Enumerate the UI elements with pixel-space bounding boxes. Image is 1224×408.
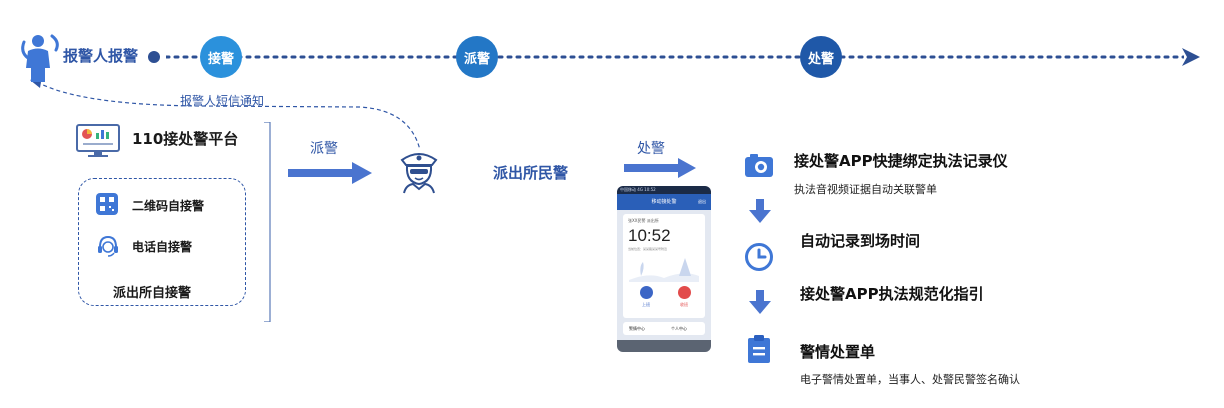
timeline-dotted-line [166, 55, 1184, 59]
clock-on-label: 上班 [642, 302, 650, 307]
monitor-dashboard-icon [76, 124, 120, 157]
app-phone-screenshot: 中国移动 4G 10:52 移动接处警 退出 张XX民警 派出所 10:52 当… [617, 186, 711, 352]
stage-dispatch: 派警 [456, 36, 498, 78]
step3-title: 接处警APP执法规范化指引 [800, 285, 984, 303]
phone-place-text: 当前位置：某某路某某号附近 [628, 247, 668, 251]
phone-clock: 10:52 [628, 226, 671, 245]
phone-status-bar: 中国移动 4G 10:52 [617, 186, 711, 194]
clock-off-label: 收班 [680, 302, 688, 307]
phone-exit-button: 退出 [698, 199, 706, 204]
down-arrow-icon [749, 199, 771, 223]
phone-app-header: 移动接处警 [617, 194, 711, 210]
handle-flow-label: 处警 [637, 141, 665, 157]
camera-icon [745, 154, 773, 177]
timeline-start-dot [148, 51, 160, 63]
qr-code-icon [96, 193, 118, 215]
reporter-label: 报警人报警 [63, 47, 139, 65]
nav-alarm-center: 警情中心 [629, 326, 645, 331]
stage-handle: 处警 [800, 36, 842, 78]
dispatch-arrow [288, 162, 372, 184]
step1-title: 接处警APP快捷绑定执法记录仪 [794, 152, 1008, 170]
officer-label: 派出所民警 [493, 164, 569, 182]
clock-off-button [678, 286, 691, 299]
station-receive-label: 派出所自接警 [113, 286, 192, 301]
qr-receive-label: 二维码自接警 [132, 199, 205, 213]
clipboard-icon [748, 335, 770, 363]
police-officer-icon [400, 153, 438, 194]
stage-receive: 接警 [200, 36, 242, 78]
sms-notification-label: 报警人短信通知 [180, 94, 265, 108]
caller-person-icon [21, 34, 59, 82]
handle-arrow [624, 158, 696, 178]
self-receive-group [78, 178, 246, 306]
platform-label: 110接处警平台 [132, 130, 239, 148]
down-arrow-icon [749, 290, 771, 314]
clock-on-button [640, 286, 653, 299]
phone-user-text: 张XX民警 派出所 [628, 218, 659, 223]
step4-title: 警情处置单 [800, 343, 876, 361]
dispatch-flow-label: 派警 [310, 141, 338, 157]
phone-receive-label: 电话自接警 [132, 240, 193, 254]
nav-personal-center: 个人中心 [671, 326, 687, 331]
phone-clock-card: 张XX民警 派出所 10:52 当前位置：某某路某某号附近 上班 收班 [623, 214, 705, 318]
headset-icon [98, 235, 118, 257]
phone-bottom-nav: 警情中心 个人中心 [623, 322, 705, 335]
timeline-arrow-head-icon [1182, 48, 1200, 66]
phone-landscape-illustration [629, 258, 699, 282]
phone-bottom-bezel [617, 340, 711, 352]
step2-title: 自动记录到场时间 [800, 232, 921, 250]
clock-icon [745, 243, 773, 271]
step4-subtitle: 电子警情处置单，当事人、处警民警签名确认 [800, 373, 1020, 386]
left-bracket [264, 122, 271, 322]
step1-subtitle: 执法音视频证据自动关联警单 [794, 183, 937, 196]
